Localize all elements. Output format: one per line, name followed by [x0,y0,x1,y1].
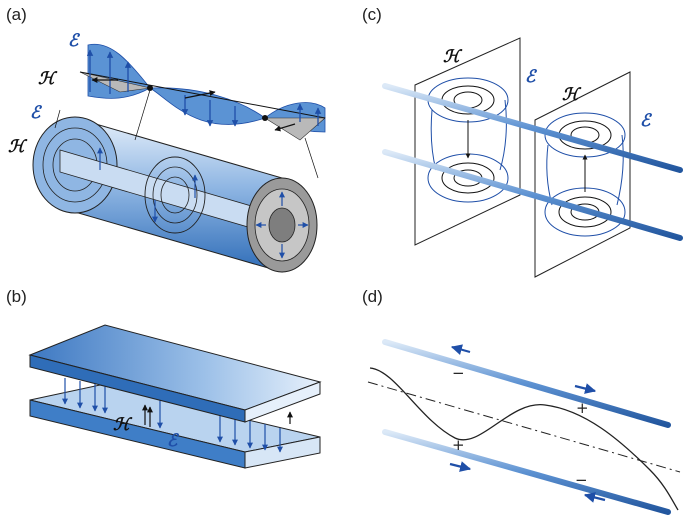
panel-c-h-label: ℋ [443,47,463,67]
plane-2-field-loops [544,112,626,237]
panel-a-e-label: ℰ [68,31,81,51]
lower-wire [382,429,671,515]
voltage-wave-curve [369,367,679,511]
panel-c-two-wire-fields: (c) ℋ ℰ [362,5,683,278]
panel-c-label: (c) [362,5,382,24]
e-field-lines [62,378,293,453]
panel-b-label: (b) [6,287,27,306]
panel-a-e-label-2: ℰ [30,103,43,123]
charge-sign-1: − [452,364,465,382]
panel-a-h-label-2: ℋ [8,137,28,157]
panel-b-h-label: ℋ [113,415,133,435]
panel-a-label: (a) [6,5,27,24]
upper-wire [382,339,671,428]
panel-d-charge-wave: (d) − + + − [362,287,681,515]
panel-b-parallel-plate: (b) ℋ ℰ [6,287,322,469]
panel-c-e-label: ℰ [525,67,538,87]
panel-a-wave [79,43,326,141]
panel-a-coaxial: (a) ℰ ℋ ℰ ℋ [6,5,326,273]
coaxial-cylinder [32,89,319,273]
charge-sign-2: + [576,399,589,417]
panel-c-h-label-2: ℋ [562,85,582,105]
top-plate [28,324,322,423]
charge-sign-4: − [575,471,588,489]
current-arrows [449,344,606,503]
panel-c-wires [382,83,683,241]
panel-b-e-label: ℰ [167,431,180,451]
charge-sign-3: + [452,436,465,454]
panel-a-h-label: ℋ [38,69,58,89]
panel-c-e-label-2: ℰ [640,111,653,131]
panel-d-label: (d) [362,287,383,306]
center-axis [367,381,681,473]
